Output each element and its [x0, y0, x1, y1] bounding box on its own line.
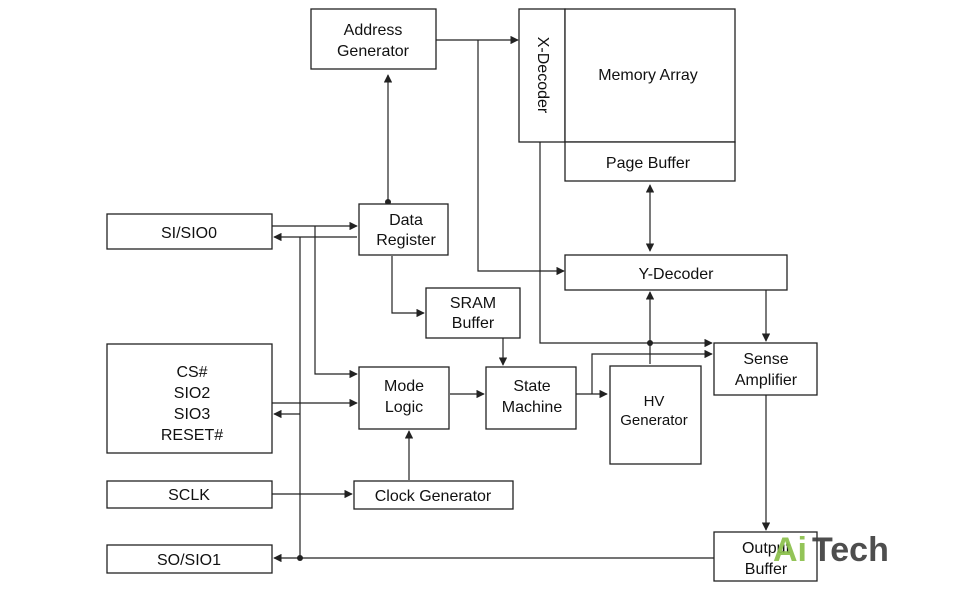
hv-generator-label-2: Generator — [620, 412, 688, 429]
si-sio0-pin-block: SI/SIO0 — [106, 213, 273, 250]
hv-generator-block: HV Generator — [609, 365, 702, 465]
connection-wires — [272, 35, 771, 563]
address-generator-label-1: Address — [344, 22, 403, 39]
sense-amplifier-label-1: Sense — [743, 351, 788, 368]
sram-buffer-label-1: SRAM — [450, 295, 496, 312]
reset-pin-label: RESET# — [161, 427, 223, 444]
memory-array-block: Memory Array — [564, 8, 736, 143]
aitech-watermark: Ai Tech — [773, 531, 889, 569]
x-decoder-label: X-Decoder — [534, 37, 551, 114]
watermark-ai: Ai — [773, 531, 807, 569]
sclk-label: SCLK — [168, 487, 210, 504]
x-decoder-block: X-Decoder — [518, 8, 566, 143]
address-generator-label-2: Generator — [337, 43, 410, 60]
sense-amplifier-block: Sense Amplifier — [713, 342, 818, 396]
sio2-pin-label: SIO2 — [174, 385, 211, 402]
data-register-block: Data Register — [358, 203, 449, 256]
sio3-pin-label: SIO3 — [174, 406, 211, 423]
page-buffer-label: Page Buffer — [606, 155, 691, 172]
output-buffer-block: Output Buffer — [713, 531, 818, 582]
data-register-label-1: Data — [389, 212, 423, 229]
hv-generator-label-1: HV — [644, 393, 665, 410]
clock-generator-block: Clock Generator — [353, 480, 514, 510]
sclk-pin-block: SCLK — [106, 480, 273, 509]
address-generator-block: Address Generator — [310, 8, 437, 70]
si-sio0-label: SI/SIO0 — [161, 225, 217, 242]
sense-amplifier-label-2: Amplifier — [735, 372, 798, 389]
mode-logic-block: Mode Logic — [358, 366, 450, 430]
so-sio1-pin-block: SO/SIO1 — [106, 544, 273, 574]
data-register-label-2: Register — [376, 232, 436, 249]
output-buffer-label-1: Output — [742, 540, 791, 557]
state-machine-label-2: Machine — [502, 399, 563, 416]
y-decoder-block: Y-Decoder — [564, 254, 788, 291]
mode-logic-label-2: Logic — [385, 399, 423, 416]
output-buffer-label-2: Buffer — [745, 561, 788, 578]
state-machine-block: State Machine — [485, 366, 577, 430]
page-buffer-block: Page Buffer — [564, 141, 736, 182]
so-sio1-label: SO/SIO1 — [157, 552, 221, 569]
watermark-tech: Tech — [812, 531, 889, 569]
mode-logic-label-1: Mode — [384, 378, 424, 395]
y-decoder-label: Y-Decoder — [638, 266, 714, 283]
memory-array-label: Memory Array — [598, 67, 698, 84]
sram-buffer-label-2: Buffer — [452, 315, 495, 332]
state-machine-label-1: State — [513, 378, 550, 395]
sram-buffer-block: SRAM Buffer — [425, 287, 521, 339]
cs-pin-label: CS# — [176, 364, 207, 381]
control-pins-block: CS# SIO2 SIO3 RESET# — [106, 343, 273, 454]
clock-generator-label: Clock Generator — [375, 488, 492, 505]
